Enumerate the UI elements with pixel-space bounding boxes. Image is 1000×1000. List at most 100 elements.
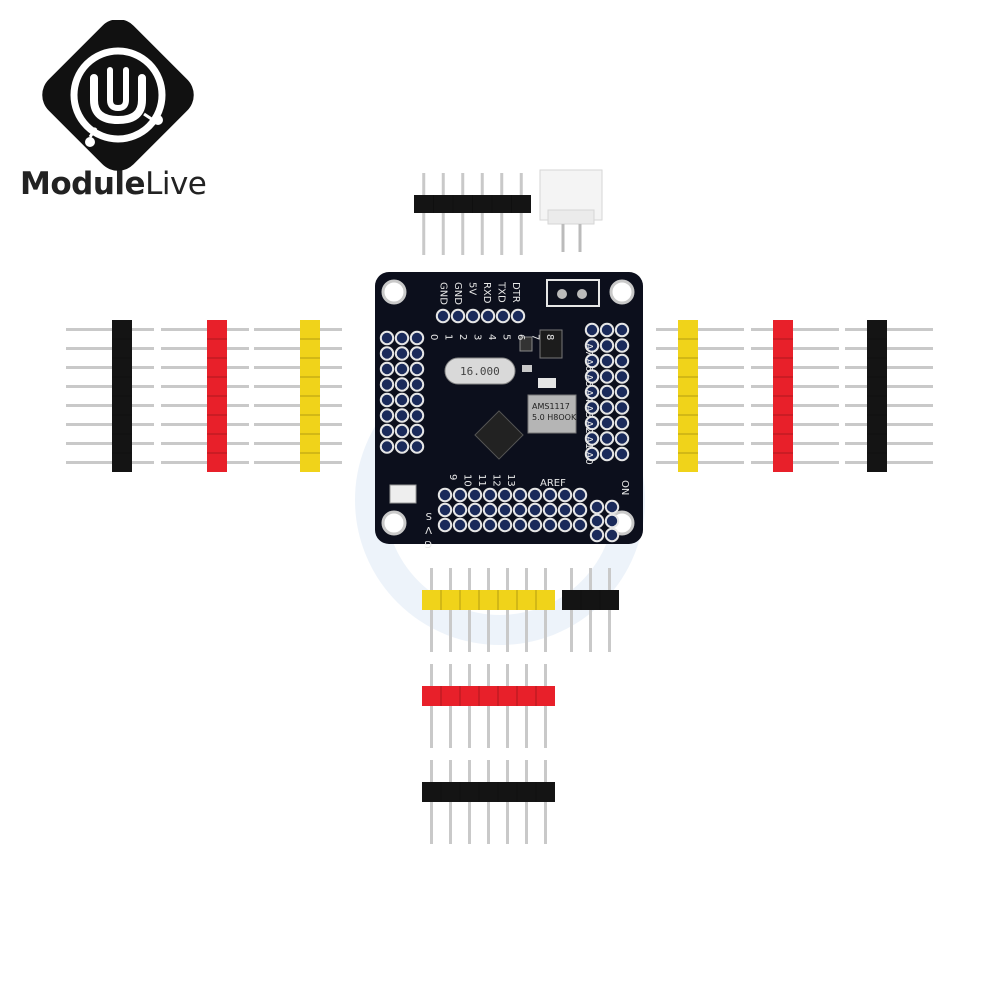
solder-pad bbox=[409, 408, 425, 423]
regulator-sub-label: 5.0 H8OOK bbox=[532, 413, 577, 422]
solder-pad bbox=[542, 502, 558, 518]
solder-pad bbox=[542, 487, 558, 503]
crystal bbox=[444, 357, 516, 385]
solder-pad bbox=[584, 431, 600, 446]
digital-pin-label: 9 bbox=[447, 474, 458, 480]
solder-pad bbox=[497, 517, 513, 533]
left-pin-headers bbox=[66, 320, 342, 472]
brand-name-light: Live bbox=[145, 166, 207, 202]
solder-pad bbox=[379, 346, 395, 361]
solder-pad bbox=[510, 308, 526, 324]
solder-pad bbox=[437, 517, 453, 533]
solder-pad bbox=[589, 527, 605, 543]
solder-pad bbox=[527, 517, 543, 533]
solder-pad bbox=[527, 487, 543, 503]
solder-pad bbox=[572, 517, 588, 533]
solder-pad bbox=[467, 502, 483, 518]
solder-pad bbox=[452, 517, 468, 533]
solder-pad bbox=[409, 346, 425, 361]
solder-pad bbox=[557, 502, 573, 518]
solder-pad bbox=[589, 513, 605, 529]
solder-pad bbox=[495, 308, 511, 324]
solder-pad bbox=[482, 517, 498, 533]
header-body bbox=[300, 320, 320, 472]
solder-pad bbox=[557, 517, 573, 533]
solder-pad bbox=[409, 330, 425, 346]
solder-pad bbox=[604, 513, 620, 529]
solder-pad bbox=[379, 330, 395, 346]
solder-pad bbox=[614, 338, 630, 353]
solder-pad bbox=[467, 517, 483, 533]
solder-pad bbox=[599, 384, 615, 400]
solder-pad bbox=[497, 502, 513, 518]
header-body bbox=[414, 195, 531, 213]
solder-pad bbox=[572, 502, 588, 518]
digital-pin-label: 10 bbox=[462, 474, 473, 487]
solder-pad bbox=[409, 439, 425, 454]
top-pin-header bbox=[414, 173, 531, 255]
analog-pin-label: A2 bbox=[583, 421, 594, 434]
solder-pad bbox=[584, 415, 600, 431]
solder-pad bbox=[437, 502, 453, 518]
solder-pad bbox=[584, 338, 600, 353]
solder-pad bbox=[394, 392, 410, 408]
solder-pad bbox=[527, 502, 543, 518]
solder-pad bbox=[394, 330, 410, 346]
analog-pin-label: A0 bbox=[583, 452, 594, 465]
aref-label: AREF bbox=[540, 478, 566, 489]
digital-pin-label: 8 bbox=[544, 334, 555, 340]
solder-pad bbox=[394, 377, 410, 392]
analog-pin-label: A1 bbox=[583, 436, 594, 449]
analog-pin-label: A3 bbox=[583, 405, 594, 418]
top-pin-label: GND bbox=[452, 282, 463, 305]
header-body bbox=[207, 320, 227, 472]
solder-pad bbox=[394, 361, 410, 377]
solder-pad bbox=[599, 446, 615, 462]
solder-pad bbox=[482, 502, 498, 518]
solder-pad bbox=[394, 408, 410, 423]
top-pin-label: DTR bbox=[510, 282, 521, 303]
solder-pad bbox=[599, 369, 615, 384]
solder-pad bbox=[379, 408, 395, 423]
smd-component bbox=[539, 329, 563, 359]
solder-pad bbox=[614, 322, 630, 338]
solder-pad bbox=[379, 361, 395, 377]
top-pin-label: TXD bbox=[496, 281, 507, 303]
power-pin-label: V bbox=[425, 524, 432, 535]
digital-pin-label: 6 bbox=[515, 334, 526, 340]
solder-pad bbox=[409, 423, 425, 439]
header-body bbox=[678, 320, 698, 472]
header-body bbox=[867, 320, 887, 472]
mount-hole bbox=[381, 510, 407, 536]
white-jst-connector bbox=[539, 169, 603, 252]
brand-name: ModuleLive bbox=[20, 166, 207, 202]
solder-pad bbox=[465, 308, 481, 324]
solder-pad bbox=[584, 384, 600, 400]
small-3pin-header bbox=[562, 568, 619, 652]
digital-pin-label: 0 bbox=[428, 334, 439, 340]
digital-pin-label: 3 bbox=[472, 334, 483, 340]
solder-pad bbox=[599, 353, 615, 369]
analog-pin-label: A6 bbox=[583, 359, 594, 372]
solder-pad bbox=[512, 487, 528, 503]
analog-pin-label: A4 bbox=[583, 390, 594, 403]
solder-pad bbox=[394, 439, 410, 454]
solder-pad bbox=[557, 487, 573, 503]
solder-pad bbox=[450, 308, 466, 324]
mount-hole bbox=[609, 279, 635, 305]
solder-pad bbox=[614, 400, 630, 415]
top-pin-label: 5V bbox=[467, 282, 478, 295]
analog-pin-label: A7 bbox=[583, 343, 594, 356]
solder-pad bbox=[614, 446, 630, 462]
modulelive-logo bbox=[18, 19, 218, 220]
mount-hole bbox=[381, 279, 407, 305]
digital-pin-label: 4 bbox=[486, 334, 497, 340]
crystal-label: 16.000 bbox=[460, 365, 500, 378]
solder-pad bbox=[409, 392, 425, 408]
header-body bbox=[773, 320, 793, 472]
digital-pin-label: 12 bbox=[491, 474, 502, 487]
solder-pad bbox=[394, 423, 410, 439]
solder-pad bbox=[599, 400, 615, 415]
solder-pad bbox=[542, 517, 558, 533]
